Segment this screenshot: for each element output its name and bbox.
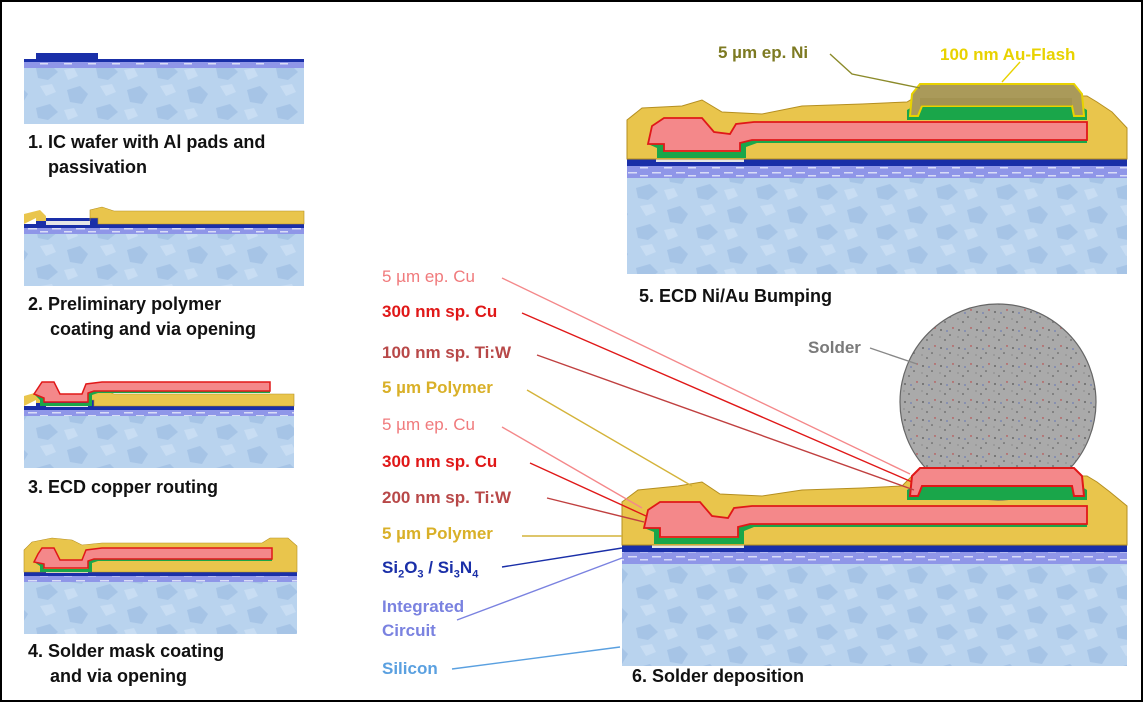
step4-caption-line2: and via opening — [50, 666, 188, 686]
step3-cross-section — [24, 381, 295, 468]
leader-cu-ep-bottom — [501, 426, 643, 509]
label-passivation: Si2O3 / Si3N4 — [382, 558, 478, 584]
leader-solder — [869, 347, 918, 365]
step3-caption: 3. ECD copper routing — [28, 475, 218, 500]
leader-tiw-top — [536, 354, 915, 491]
step2-silicon — [24, 234, 304, 286]
step5-ic — [627, 166, 1127, 178]
step1-passivation — [24, 53, 304, 62]
step4-caption-line1: 4. Solder mask coating — [28, 641, 225, 661]
label-cu-sp-bottom: 300 nm sp. Cu — [382, 452, 498, 471]
step3-ic — [24, 410, 294, 416]
label-cu-ep-bottom: 5 µm ep. Cu — [382, 415, 475, 434]
step5-nickel-shade — [920, 98, 1072, 106]
label-ic: Integrated Circuit — [382, 597, 464, 641]
leader-cu-sp-bottom — [529, 462, 647, 517]
step2-polymer-left — [24, 210, 46, 224]
label-au-flash: 100 nm Au-Flash — [940, 45, 1076, 64]
step5-copper — [646, 117, 1088, 152]
passivation-sub-4: 4 — [472, 568, 479, 581]
step3-caption-line1: 3. ECD copper routing — [28, 477, 219, 497]
leader-cu-sp-top — [521, 312, 913, 483]
step6-bump-copper — [908, 467, 1086, 497]
step2-ic — [24, 228, 304, 234]
label-polymer-bottom: 5 µm Polymer — [382, 524, 493, 543]
step6-silicon — [622, 564, 1127, 666]
leader-silicon — [451, 646, 621, 670]
step3-tiw — [34, 390, 270, 406]
step4-copper — [32, 547, 273, 569]
step3-silicon — [24, 416, 294, 468]
label-tiw-bottom: 200 nm sp. Ti:W — [382, 488, 512, 507]
step5-caption: 5. ECD Ni/Au Bumping — [639, 284, 832, 309]
leader-polymer-top — [526, 389, 693, 487]
step4-cross-section — [23, 537, 298, 634]
passivation-sub-3b: 3 — [453, 568, 460, 581]
passivation-si: Si — [382, 558, 399, 577]
leader-au — [1001, 61, 1021, 83]
label-polymer-top: 5 µm Polymer — [382, 378, 493, 397]
label-cu-sp-top: 300 nm sp. Cu — [382, 302, 498, 321]
label-tiw-top: 100 nm sp. Ti:W — [382, 343, 512, 362]
step4-ic — [24, 576, 297, 582]
step2-caption: 2. Preliminary polymer coating and via o… — [28, 292, 256, 342]
step1-caption-line1: 1. IC wafer with Al pads and — [28, 132, 266, 152]
step6-caption-line1: 6. Solder deposition — [632, 666, 805, 686]
step6-cross-section — [621, 303, 1128, 666]
step6-ic — [622, 552, 1127, 564]
step4-silicon — [24, 582, 297, 634]
label-solder: Solder — [808, 338, 861, 357]
leader-passivation — [501, 547, 623, 568]
leader-lines — [451, 53, 1021, 670]
step2-passivation — [24, 218, 304, 228]
step6-caption: 6. Solder deposition — [632, 664, 804, 689]
leader-ic — [456, 557, 623, 621]
step1-caption: 1. IC wafer with Al pads and passivation — [28, 130, 265, 180]
step1-silicon — [24, 68, 304, 124]
passivation-sub-3: 3 — [417, 568, 424, 581]
passivation-n: N — [459, 558, 473, 577]
step5-silicon — [627, 178, 1127, 274]
step5-cross-section — [626, 83, 1128, 274]
passivation-sep: / Si — [423, 558, 454, 577]
step6-tiw — [644, 523, 1087, 544]
passivation-o: O — [404, 558, 418, 577]
step1-caption-line2: passivation — [48, 157, 148, 177]
step2-caption-line1: 2. Preliminary polymer — [28, 294, 222, 314]
leader-tiw-bottom — [546, 497, 645, 523]
step5-caption-line1: 5. ECD Ni/Au Bumping — [639, 286, 832, 306]
label-ic-line2: Circuit — [382, 621, 436, 640]
step2-cross-section — [24, 206, 305, 286]
label-ic-line1: Integrated — [382, 597, 465, 616]
step2-al-pad — [46, 221, 90, 225]
step4-caption: 4. Solder mask coating and via opening — [28, 639, 224, 689]
step6-copper — [642, 501, 1088, 538]
leader-ni — [829, 53, 921, 89]
step3-copper — [32, 381, 271, 403]
step5-bump-tiw — [907, 104, 1087, 120]
label-silicon: Silicon — [382, 659, 438, 678]
step6-bump-tiw — [907, 484, 1087, 500]
step4-tiw — [34, 558, 272, 572]
leader-cu-ep-top — [501, 277, 911, 475]
step2-caption-line2: coating and via opening — [50, 319, 257, 339]
step1-cross-section — [24, 53, 304, 124]
label-cu-ep-top: 5 µm ep. Cu — [382, 267, 475, 286]
step1-ic — [24, 62, 304, 68]
passivation-sub-2: 2 — [398, 568, 405, 581]
step2-polymer — [89, 206, 305, 225]
label-nickel: 5 µm ep. Ni — [718, 43, 809, 62]
